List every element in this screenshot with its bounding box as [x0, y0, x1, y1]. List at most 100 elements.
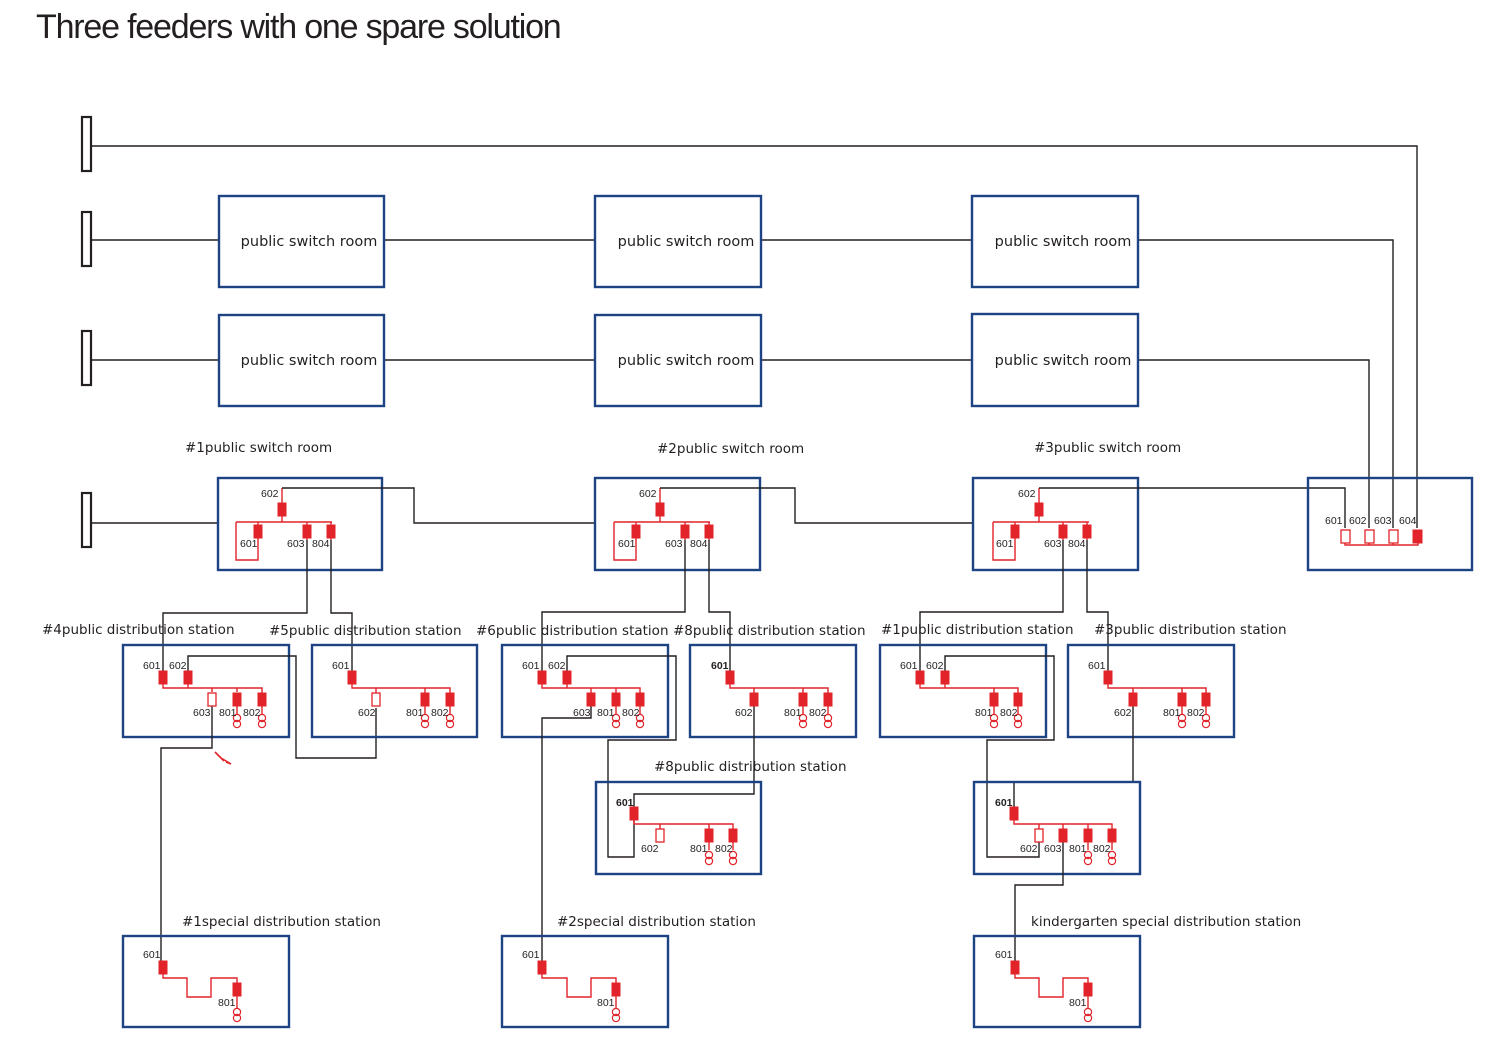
svg-text:801: 801: [690, 843, 708, 855]
svg-text:602: 602: [169, 660, 187, 672]
special-distribution-station-1: 601 801: [121, 934, 291, 1029]
pds5-title: #5public distribution station: [269, 623, 462, 639]
svg-text:602: 602: [639, 488, 657, 500]
svg-text:601: 601: [522, 660, 540, 672]
switch-801: [1083, 828, 1093, 843]
switch-603: [207, 692, 217, 707]
transformer-icon: [611, 1007, 621, 1023]
sds2-title: #2special distribution station: [557, 914, 756, 930]
svg-text:601: 601: [143, 949, 161, 961]
switch-603: [586, 692, 596, 707]
psr3-title: #3public switch room: [1034, 440, 1181, 456]
svg-text:603: 603: [193, 707, 211, 719]
svg-text:802: 802: [715, 843, 733, 855]
svg-text:801: 801: [219, 707, 237, 719]
transformer-icon: [232, 1007, 242, 1023]
public-switch-room-3: 602 601 603 804: [919, 476, 1346, 675]
psr1-title: #1public switch room: [185, 440, 332, 456]
transformer-icon: [989, 713, 999, 729]
switch-602: [940, 670, 950, 685]
switch-601: [1340, 529, 1351, 544]
transformer-icon: [1013, 713, 1023, 729]
svg-text:801: 801: [784, 707, 802, 719]
svg-text:601: 601: [996, 538, 1014, 550]
switch-601: [1009, 806, 1019, 821]
svg-text:603: 603: [1044, 843, 1062, 855]
svg-text:801: 801: [1069, 997, 1087, 1009]
svg-text:801: 801: [975, 707, 993, 719]
svg-text:602: 602: [641, 843, 659, 855]
transformer-icon: [635, 713, 645, 729]
source-busbar-3: [80, 329, 93, 387]
svg-text:604: 604: [1399, 515, 1417, 527]
switch-801: [611, 982, 621, 997]
public-distribution-station-5: 601 602 801 802: [310, 643, 479, 739]
svg-text:601: 601: [900, 660, 918, 672]
svg-text:802: 802: [622, 707, 640, 719]
sds1-title: #1special distribution station: [182, 914, 381, 930]
switch-601: [915, 670, 925, 685]
switch-602: [655, 502, 665, 517]
transformer-icon: [823, 713, 833, 729]
public-switch-room-label: public switch room: [241, 353, 378, 369]
pds8b-title: #8public distribution station: [654, 759, 847, 775]
public-switch-room-label: public switch room: [995, 234, 1132, 250]
public-distribution-station-6: 601 602 603 801 802: [500, 643, 677, 970]
switch-801: [989, 692, 999, 707]
svg-text:802: 802: [1000, 707, 1018, 719]
svg-text:802: 802: [431, 707, 449, 719]
switch-801: [611, 692, 621, 707]
transformer-icon: [420, 713, 430, 729]
svg-text:602: 602: [1114, 707, 1132, 719]
svg-text:601: 601: [1088, 660, 1106, 672]
switch-804: [326, 524, 336, 539]
svg-text:804: 804: [690, 538, 708, 550]
switch-802: [728, 828, 738, 843]
svg-text:801: 801: [218, 997, 236, 1009]
switch-801: [704, 828, 714, 843]
svg-text:801: 801: [406, 707, 424, 719]
switch-602: [562, 670, 572, 685]
transformer-icon: [1083, 1007, 1093, 1023]
switch-602: [183, 670, 193, 685]
switch-603: [1388, 529, 1399, 544]
switch-804: [704, 524, 714, 539]
switch-603: [1058, 828, 1068, 843]
switch-602: [277, 502, 287, 517]
switch-602: [1034, 828, 1044, 843]
svg-text:602: 602: [548, 660, 566, 672]
svg-text:601: 601: [995, 949, 1013, 961]
switch-601: [158, 960, 168, 975]
switch-601: [537, 960, 547, 975]
switch-604: [1412, 529, 1423, 544]
switch-801: [1083, 982, 1093, 997]
switch-601: [347, 670, 357, 685]
svg-text:601: 601: [1325, 515, 1343, 527]
transformer-icon: [728, 850, 738, 866]
pds4-title: #4public distribution station: [42, 622, 235, 638]
svg-text:601: 601: [522, 949, 540, 961]
svg-text:801: 801: [597, 997, 615, 1009]
svg-text:804: 804: [1068, 538, 1086, 550]
svg-text:601: 601: [616, 797, 634, 809]
switch-602: [749, 692, 759, 707]
pds1-title: #1public distribution station: [881, 622, 1074, 638]
public-distribution-station-3-lower: 601 602 603 801 802: [972, 780, 1142, 962]
public-switch-room-r1c1: public switch room: [217, 194, 386, 289]
pds3-title: #3public distribution station: [1094, 622, 1287, 638]
public-distribution-station-3: 601 602 801 802: [1013, 643, 1236, 807]
transformer-icon: [1201, 713, 1211, 729]
public-switch-room-label: public switch room: [618, 353, 755, 369]
svg-text:601: 601: [143, 660, 161, 672]
svg-text:801: 801: [1069, 843, 1087, 855]
svg-text:603: 603: [287, 538, 305, 550]
svg-text:802: 802: [243, 707, 261, 719]
public-switch-room-r2c1: public switch room: [217, 313, 386, 408]
source-busbar-2: [80, 210, 93, 268]
public-distribution-station-8-upper: 601 602 801 802: [633, 643, 858, 807]
svg-text:601: 601: [995, 797, 1013, 809]
transformer-icon: [1083, 850, 1093, 866]
pds8a-title: #8public distribution station: [673, 623, 866, 639]
public-switch-room-label: public switch room: [241, 234, 378, 250]
